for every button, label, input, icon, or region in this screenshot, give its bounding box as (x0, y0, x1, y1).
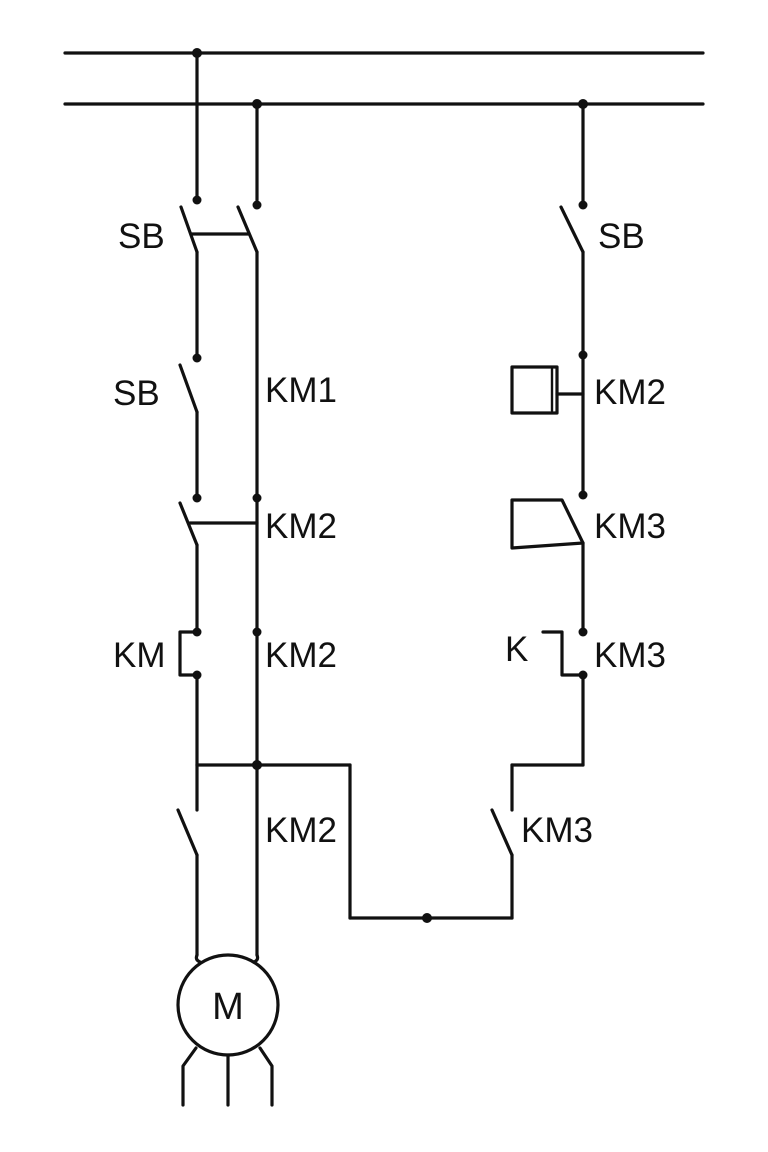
terminal-dot (578, 490, 588, 500)
terminal-dot (252, 200, 262, 210)
label-sb-top-right: SB (598, 217, 645, 256)
label-km-left: KM (113, 636, 166, 675)
motor-output-right (258, 1046, 274, 1107)
motor-output-left (181, 1046, 198, 1107)
lower-left-switch (176, 808, 199, 857)
label-km1: KM1 (265, 371, 337, 410)
label-km3-lower: KM3 (521, 811, 593, 850)
terminal-dot (578, 627, 588, 637)
terminal-dot (192, 493, 202, 503)
label-sb-middle: SB (113, 374, 160, 413)
label-k: K (505, 630, 528, 669)
label-sb-top-left: SB (118, 217, 165, 256)
motor-lead-right (252, 953, 260, 964)
label-km2-lower: KM2 (265, 811, 337, 850)
terminal-dot (192, 353, 202, 363)
sb-middle-switch (178, 363, 199, 414)
terminal-dot (192, 195, 202, 205)
terminal-dot (252, 493, 262, 503)
sb-top-left-switch (179, 205, 199, 254)
sb-second-switch (236, 205, 259, 254)
km2-coil-box (510, 365, 559, 415)
label-km3-break: KM3 (594, 636, 666, 675)
label-km2-coil: KM2 (594, 373, 666, 412)
km3-contact (510, 498, 585, 550)
sb-right-switch (559, 205, 585, 254)
terminal-dot (252, 627, 262, 637)
km3-lower-switch (490, 808, 514, 857)
terminal-dot (578, 200, 588, 210)
junction-dot (422, 913, 432, 923)
km-break-contact (178, 630, 199, 677)
motor-lead-left (194, 953, 202, 964)
motor-label: M (212, 986, 244, 1028)
label-km2-break: KM2 (265, 636, 337, 675)
label-km3-contact: KM3 (594, 507, 666, 546)
k-break-contact (541, 630, 585, 677)
terminal-dot (578, 670, 588, 680)
km2-contact-switch (178, 501, 199, 547)
label-km2-contact: KM2 (265, 507, 337, 546)
